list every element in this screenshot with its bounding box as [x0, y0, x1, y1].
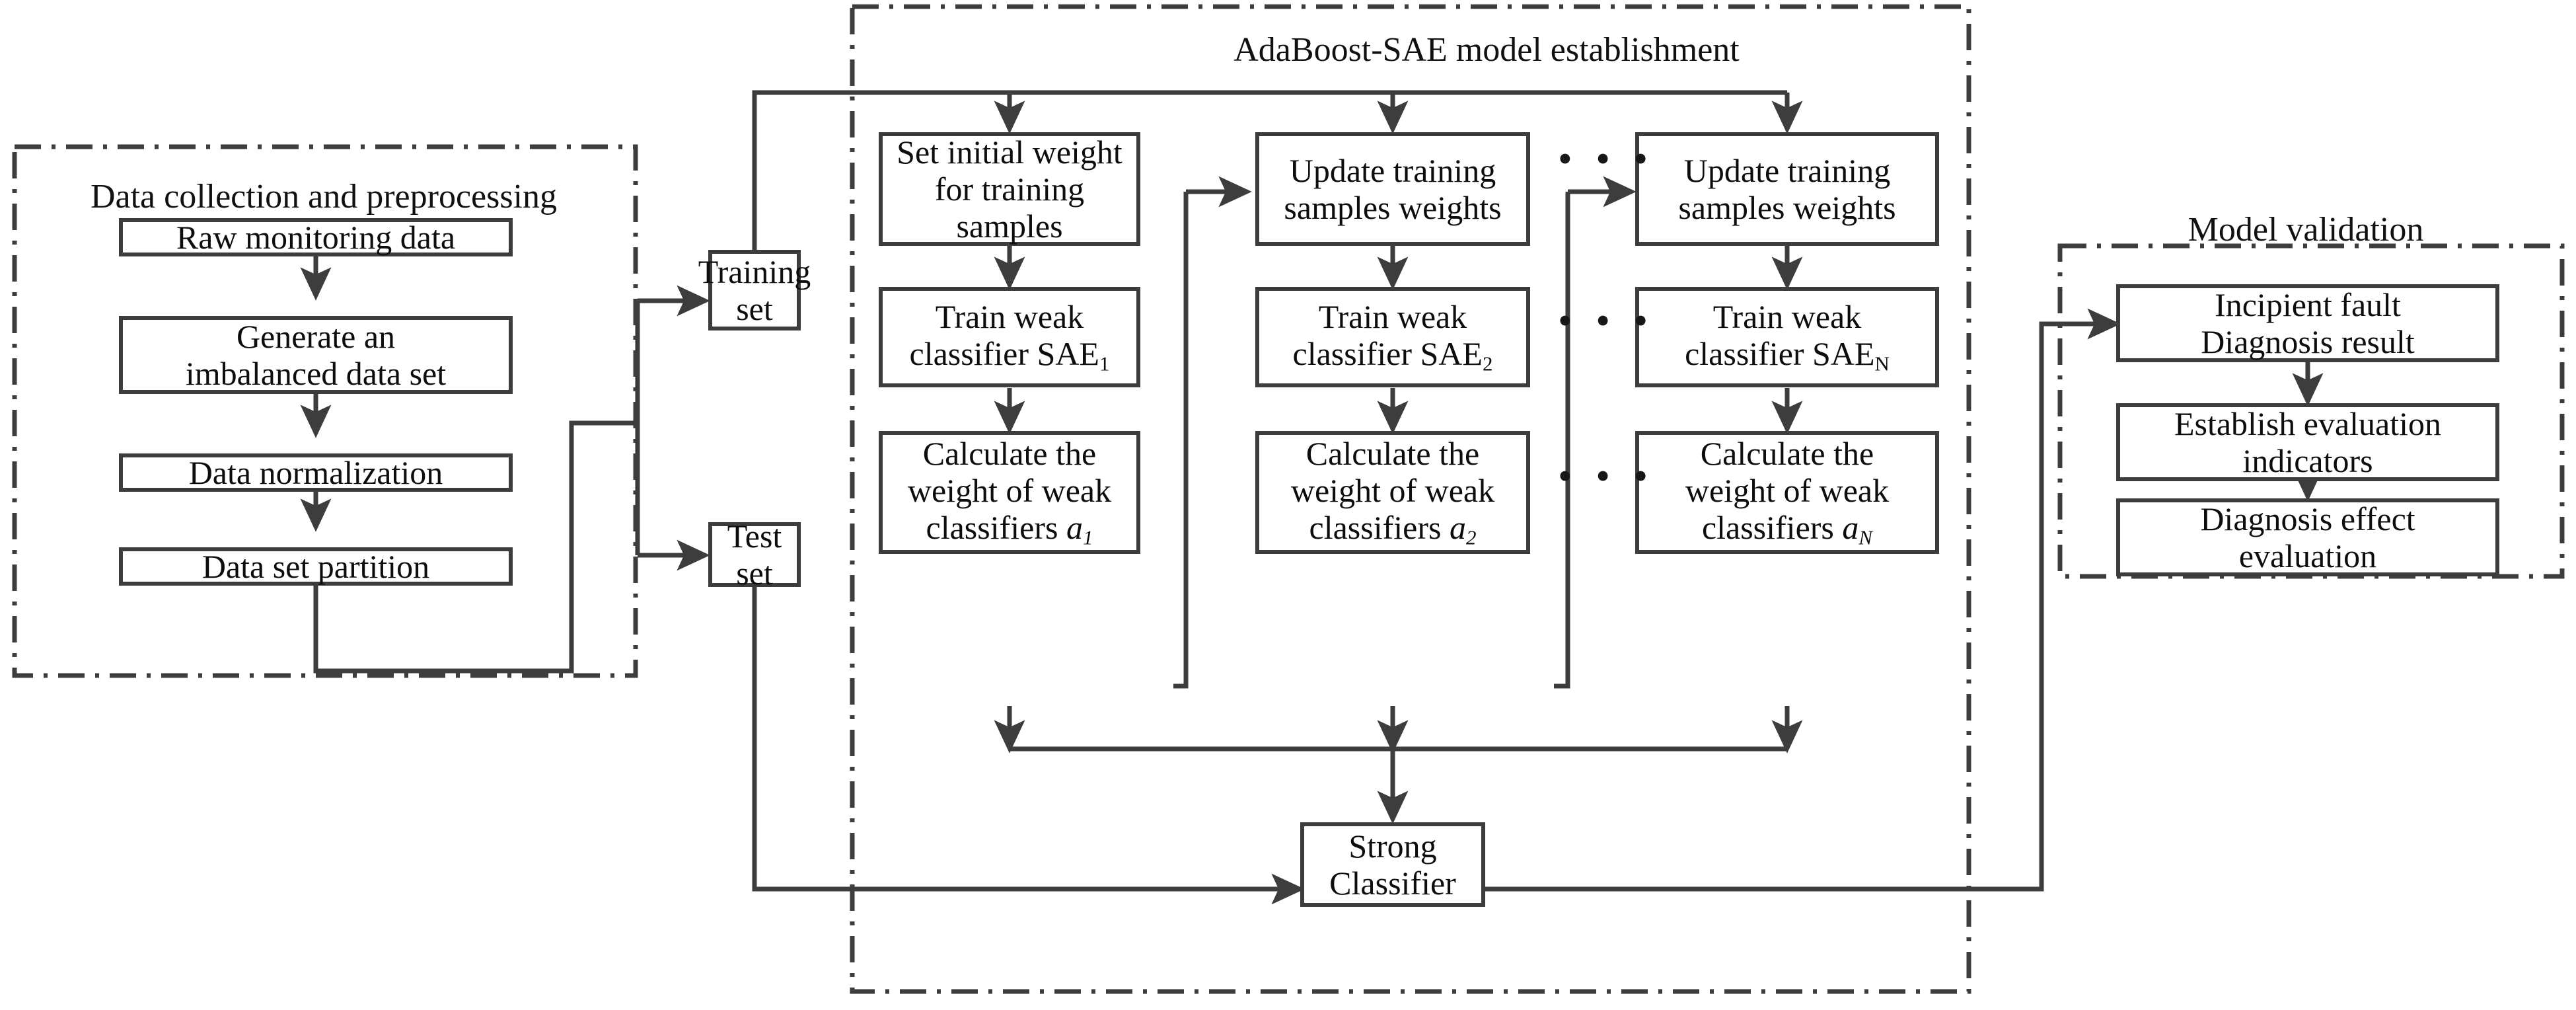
box-c2-r2-line2: classifier SAE2: [1292, 335, 1493, 375]
box-c2-r2-line1: Train weak: [1318, 298, 1467, 336]
box-v3-line2: evaluation: [2238, 537, 2377, 574]
ellipsis-row2: • • •: [1558, 299, 1655, 344]
box-c2-calculate-weight: Calculate the weight of weak classifiers…: [1255, 431, 1530, 554]
box-c1-r1-line1: Set initial weight: [897, 134, 1122, 171]
sae-subscript: 2: [1482, 352, 1493, 375]
box-strong-classifier-line2: Classifier: [1329, 865, 1456, 902]
panel-title-validation: Model validation: [2188, 211, 2424, 249]
box-c2-r3-line3: classifiers a2: [1309, 509, 1477, 549]
box-strong-classifier: Strong Classifier: [1300, 822, 1485, 907]
box-c1-r2-line1: Train weak: [935, 298, 1084, 336]
box-c3-r1-line2: samples weights: [1678, 189, 1896, 226]
box-data-set-partition: Data set partition: [119, 547, 513, 586]
box-v3-line1: Diagnosis effect: [2200, 500, 2415, 537]
box-c3-r3-line1: Calculate the: [1700, 435, 1874, 473]
box-test-set-label: Test set: [727, 518, 782, 592]
box-v2-line2: indicators: [2242, 442, 2373, 479]
box-c3-calculate-weight: Calculate the weight of weak classifiers…: [1635, 431, 1939, 554]
ellipsis-row3: • • •: [1558, 454, 1655, 499]
box-data-normalization-label: Data normalization: [188, 454, 443, 491]
box-c1-r3-line2: weight of weak: [907, 472, 1112, 510]
box-strong-classifier-line1: Strong: [1348, 828, 1437, 865]
box-raw-monitoring-data-label: Raw monitoring data: [176, 219, 456, 256]
panel-title-data-collection: Data collection and preprocessing: [90, 178, 558, 215]
box-c2-train-weak-classifier: Train weak classifier SAE2: [1255, 287, 1530, 387]
box-c3-r3-line3: classifiers aN: [1701, 509, 1873, 549]
box-c3-update-weights: Update training samples weights: [1635, 132, 1939, 246]
panel-title-adaboost: AdaBoost-SAE model establishment: [1233, 31, 1740, 69]
box-c2-update-weights: Update training samples weights: [1255, 132, 1530, 246]
alpha-subscript: N: [1858, 525, 1873, 549]
box-v1-line1: Incipient fault: [2215, 286, 2401, 323]
ellipsis-row1: • • •: [1558, 137, 1655, 182]
box-generate-imbalanced-dataset: Generate an imbalanced data set: [119, 316, 513, 394]
box-raw-monitoring-data: Raw monitoring data: [119, 218, 513, 256]
box-c3-r1-line1: Update training: [1683, 152, 1891, 189]
box-c2-r3-line2: weight of weak: [1290, 472, 1495, 510]
box-incipient-fault-diagnosis-result: Incipient fault Diagnosis result: [2116, 284, 2499, 362]
box-c3-r3-line2: weight of weak: [1685, 472, 1890, 510]
box-data-normalization: Data normalization: [119, 453, 513, 492]
box-c2-r1-line1: Update training: [1289, 152, 1496, 189]
sae-subscript: N: [1874, 352, 1890, 375]
box-c3-r2-line1: Train weak: [1712, 298, 1862, 336]
box-v2-line1: Establish evaluation: [2174, 405, 2442, 442]
box-generate-line2: imbalanced data set: [185, 355, 447, 392]
box-c1-r1-line3: samples: [956, 208, 1063, 245]
box-c1-train-weak-classifier: Train weak classifier SAE1: [879, 287, 1140, 387]
box-c3-train-weak-classifier: Train weak classifier SAEN: [1635, 287, 1939, 387]
box-diagnosis-effect-evaluation: Diagnosis effect evaluation: [2116, 498, 2499, 576]
box-c2-r1-line2: samples weights: [1284, 189, 1502, 226]
box-establish-evaluation-indicators: Establish evaluation indicators: [2116, 403, 2499, 481]
box-training-set-line1: Training: [698, 253, 811, 290]
sae-subscript: 1: [1099, 352, 1110, 375]
box-v1-line2: Diagnosis result: [2201, 323, 2415, 360]
box-c1-r3-line1: Calculate the: [922, 435, 1097, 473]
box-c1-r1-line2: for training: [934, 171, 1085, 208]
box-generate-line1: Generate an: [236, 318, 396, 355]
box-c1-calculate-weight: Calculate the weight of weak classifiers…: [879, 431, 1140, 554]
alpha-subscript: 1: [1082, 525, 1093, 549]
box-c3-r2-line2: classifier SAEN: [1685, 335, 1890, 375]
alpha-subscript: 2: [1465, 525, 1477, 549]
box-data-set-partition-label: Data set partition: [202, 548, 430, 585]
box-c1-r3-line3: classifiers a1: [926, 509, 1093, 549]
box-c2-r3-line1: Calculate the: [1306, 435, 1480, 473]
box-training-set: Training set: [698, 250, 811, 330]
box-training-set-line2: set: [736, 290, 773, 327]
box-c1-r2-line2: classifier SAE1: [909, 335, 1110, 375]
box-test-set: Test set: [708, 518, 801, 592]
box-c1-set-initial-weight: Set initial weight for training samples: [879, 132, 1140, 246]
